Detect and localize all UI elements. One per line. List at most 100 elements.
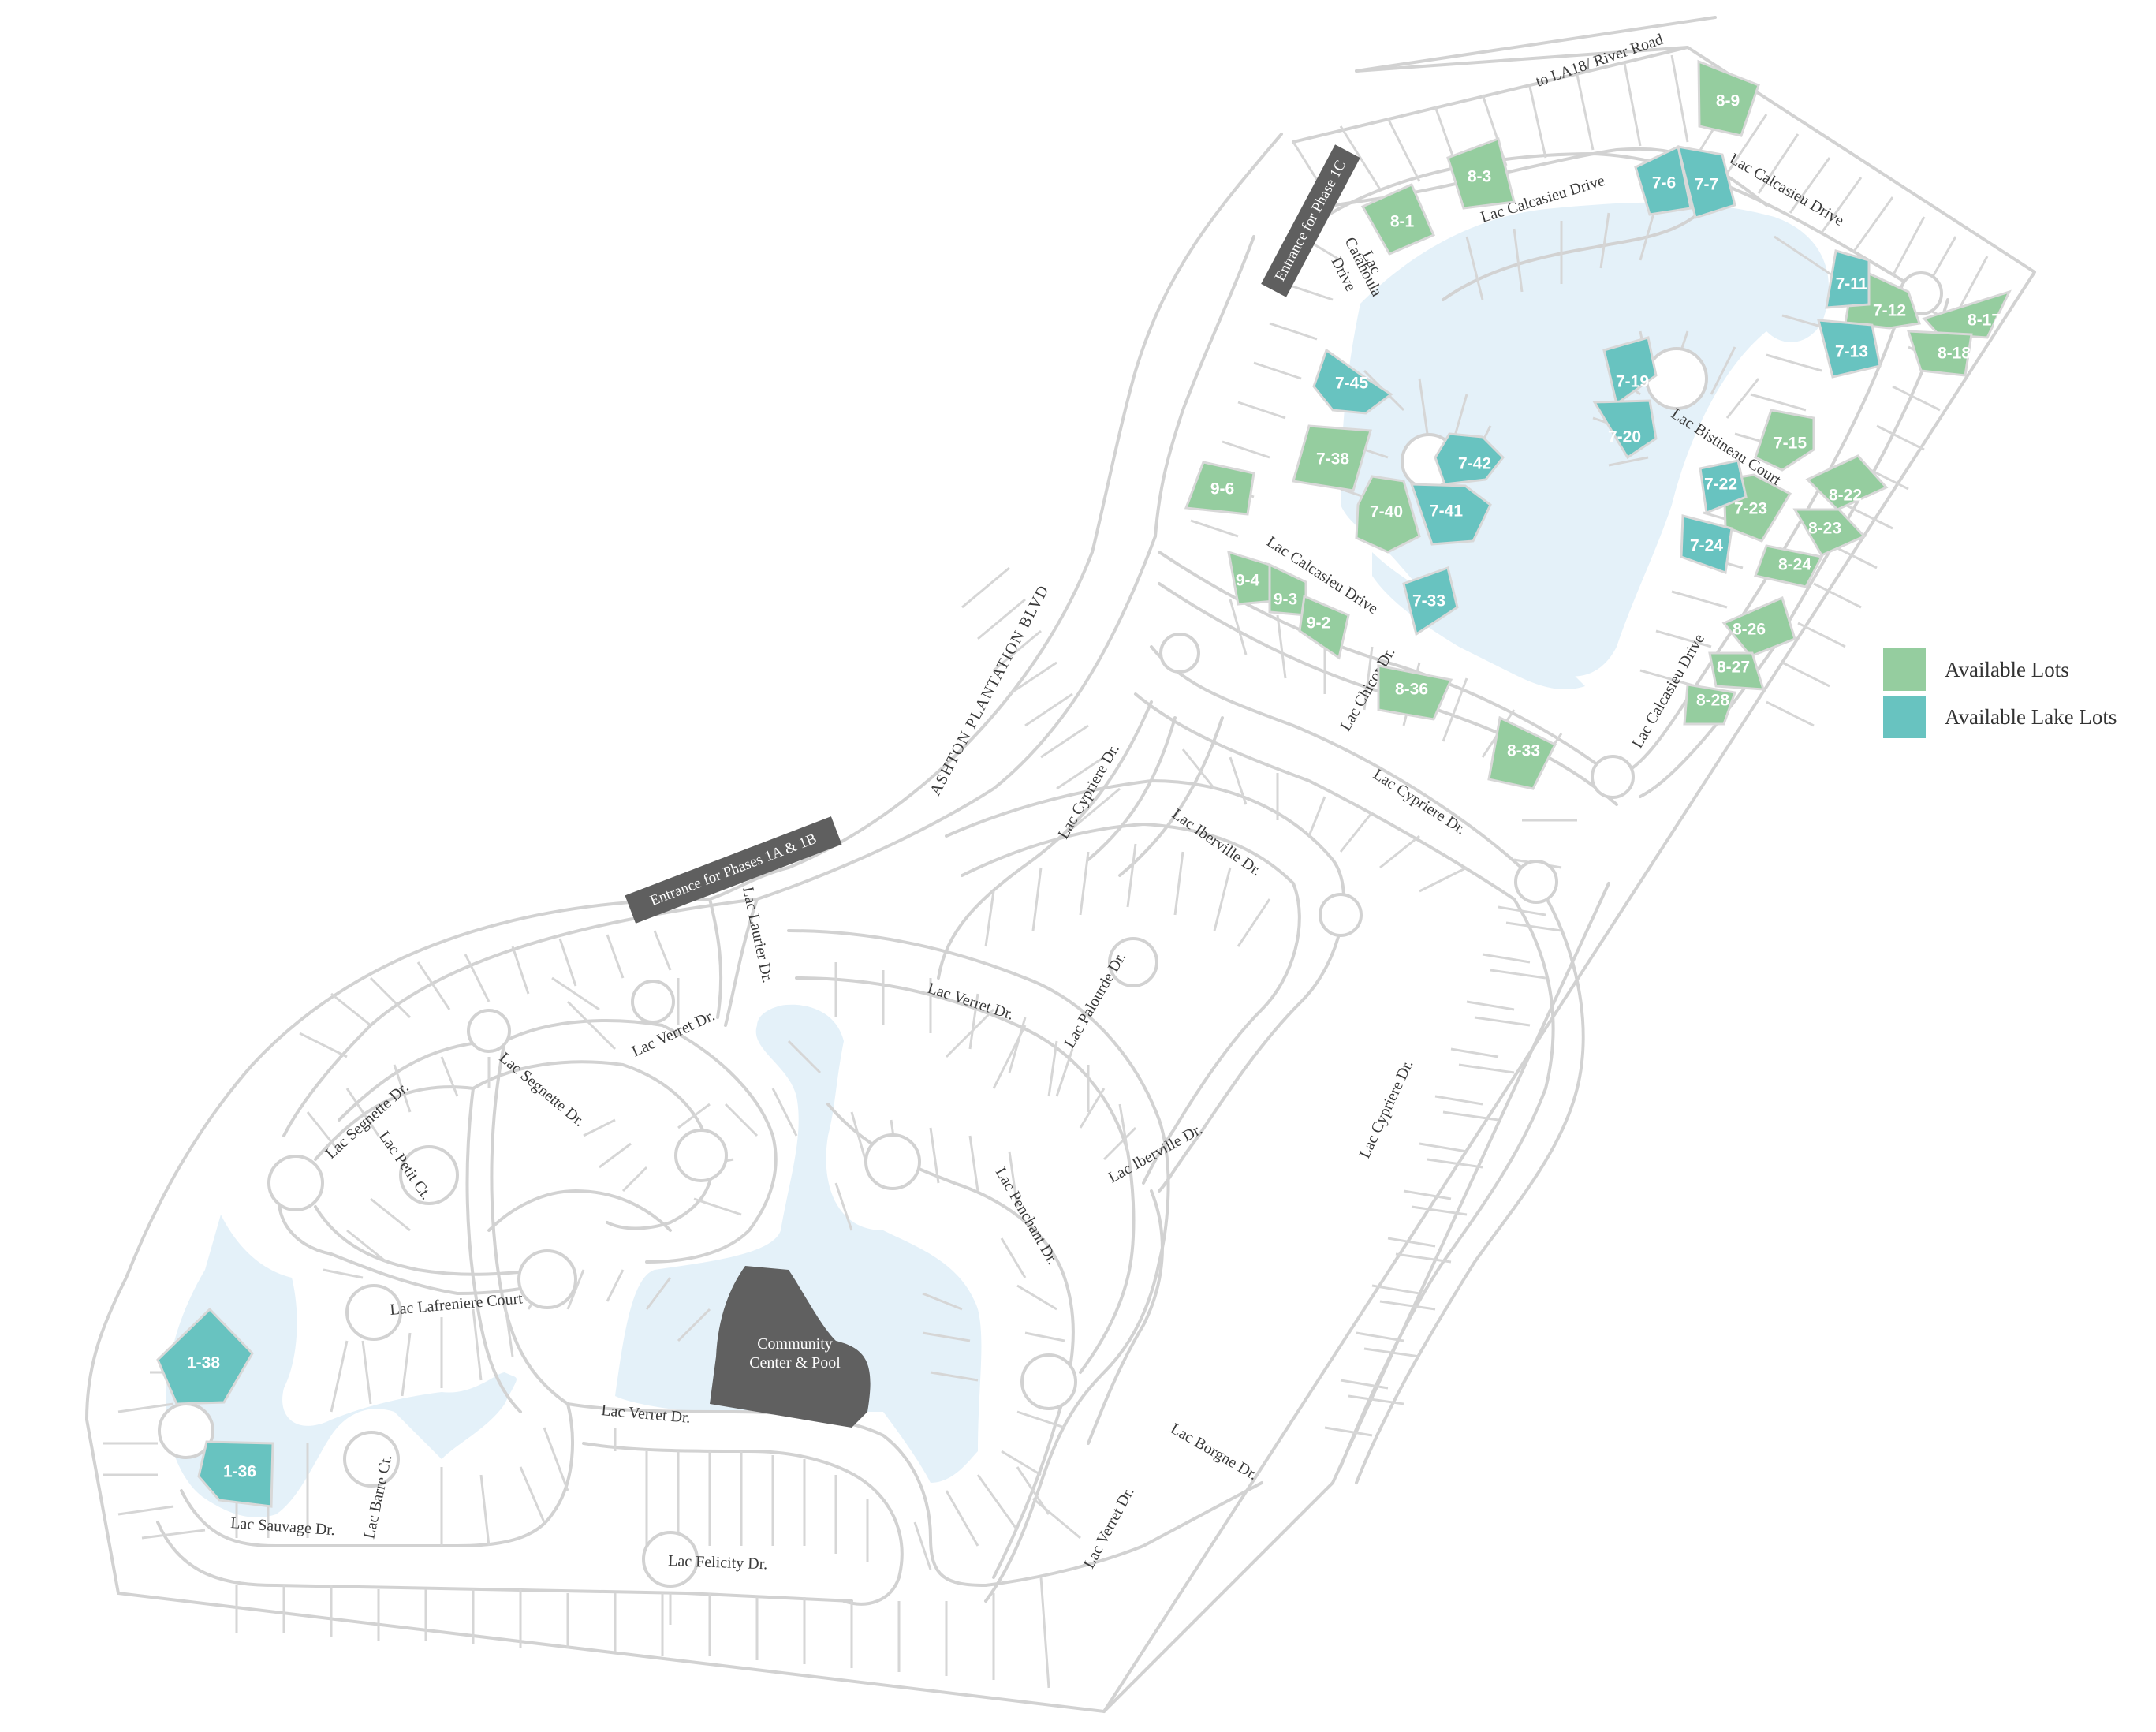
lot-7-20[interactable]: 7-20: [1592, 399, 1658, 460]
svg-text:8-22: 8-22: [1829, 487, 1862, 505]
street-palourde: Lac Palourde Dr.: [1061, 950, 1129, 1051]
lot-9-2[interactable]: 9-2: [1298, 594, 1350, 660]
lot-9-4[interactable]: 9-4: [1227, 550, 1276, 606]
svg-text:8-1: 8-1: [1390, 213, 1415, 231]
street-sauvage: Lac Sauvage Dr.: [230, 1514, 336, 1539]
svg-text:7-24: 7-24: [1690, 537, 1723, 555]
svg-text:8-3: 8-3: [1468, 168, 1491, 186]
lot-8-33[interactable]: 8-33: [1487, 715, 1557, 790]
lot-8-23[interactable]: 8-23: [1792, 508, 1867, 557]
community-center-label-2: Center & Pool: [749, 1354, 841, 1372]
lot-7-33[interactable]: 7-33: [1402, 566, 1459, 636]
svg-text:8-26: 8-26: [1733, 621, 1766, 639]
north-lake-lobe: [1372, 552, 1585, 690]
lot-1-36[interactable]: 1-36: [197, 1440, 274, 1508]
svg-text:7-12: 7-12: [1873, 302, 1906, 320]
lot-8-28[interactable]: 8-28: [1683, 683, 1737, 726]
svg-text:7-22: 7-22: [1704, 476, 1737, 494]
svg-text:7-13: 7-13: [1835, 343, 1868, 361]
north-lake: [1341, 202, 1830, 677]
lot-7-19[interactable]: 7-19: [1602, 336, 1658, 406]
svg-text:8-23: 8-23: [1808, 520, 1841, 538]
lot-8-36[interactable]: 8-36: [1377, 664, 1453, 721]
lot-7-42[interactable]: 7-42: [1434, 432, 1505, 486]
svg-text:7-23: 7-23: [1734, 500, 1767, 518]
svg-text:7-6: 7-6: [1652, 174, 1676, 192]
road-network: [85, 16, 2036, 1713]
lot-9-6[interactable]: 9-6: [1184, 461, 1255, 516]
legend-available: Available Lots: [1883, 648, 2117, 691]
svg-text:8-17: 8-17: [1968, 312, 2001, 330]
lot-7-11[interactable]: 7-11: [1825, 249, 1871, 309]
svg-text:1-36: 1-36: [223, 1463, 256, 1481]
legend-lake-label: Available Lake Lots: [1945, 704, 2117, 729]
svg-text:7-19: 7-19: [1616, 373, 1649, 391]
street-laurier: Lac Laurier Dr.: [739, 885, 776, 984]
lot-8-26[interactable]: 8-26: [1721, 595, 1796, 658]
svg-text:8-18: 8-18: [1938, 345, 1971, 363]
lot-7-22[interactable]: 7-22: [1699, 459, 1748, 515]
lake-lots: 7-6 7-7 7-11 7-13 7-45 7-19 7-20 7-42 7-…: [156, 144, 1882, 1508]
lot-8-17[interactable]: 8-17: [1922, 289, 2012, 339]
svg-text:7-38: 7-38: [1316, 450, 1349, 468]
lot-8-24[interactable]: 8-24: [1753, 544, 1824, 588]
community-center[interactable]: Community Center & Pool: [710, 1266, 871, 1428]
lot-8-27[interactable]: 8-27: [1708, 651, 1766, 691]
svg-text:9-3: 9-3: [1274, 591, 1297, 609]
street-cypriere-e: Lac Cypriere Dr.: [1370, 766, 1468, 838]
svg-text:7-11: 7-11: [1836, 275, 1868, 293]
svg-text:7-41: 7-41: [1430, 502, 1463, 521]
available-swatch: [1883, 648, 1926, 691]
blvd-label: ASHTON PLANTATION BLVD: [927, 582, 1053, 799]
lot-8-9[interactable]: 8-9: [1697, 59, 1760, 137]
river-road-label: to LA18/ River Road: [1533, 31, 1665, 91]
street-iberville-n: Lac Iberville Dr.: [1169, 805, 1264, 879]
svg-text:7-20: 7-20: [1608, 428, 1641, 446]
map-legend: Available Lots Available Lake Lots: [1883, 648, 2117, 743]
legend-available-label: Available Lots: [1945, 657, 2069, 681]
svg-text:7-33: 7-33: [1412, 592, 1445, 610]
available-lots: 8-9 8-3 8-1 7-12 8-17 8-18 7-38 9-6 7-40…: [1184, 59, 2012, 790]
street-felicity: Lac Felicity Dr.: [668, 1552, 768, 1573]
street-cypriere-se: Lac Cypriere Dr.: [1356, 1058, 1417, 1162]
svg-text:7-40: 7-40: [1370, 503, 1403, 521]
lot-9-3[interactable]: 9-3: [1268, 562, 1307, 617]
svg-text:8-33: 8-33: [1507, 742, 1540, 760]
lot-7-40[interactable]: 7-40: [1355, 475, 1421, 554]
svg-text:9-4: 9-4: [1236, 572, 1260, 590]
lot-8-3[interactable]: 8-3: [1446, 137, 1516, 210]
entrance-phase-1ab[interactable]: Entrance for Phases 1A & 1B: [625, 816, 842, 924]
lot-7-15[interactable]: 7-15: [1754, 409, 1815, 472]
lot-7-24[interactable]: 7-24: [1680, 514, 1733, 575]
svg-text:8-27: 8-27: [1717, 659, 1750, 677]
lot-7-45[interactable]: 7-45: [1312, 348, 1393, 415]
street-penchant: Lac Penchant Dr.: [992, 1165, 1061, 1268]
lake-swatch: [1883, 696, 1926, 738]
street-verret-n: Lac Verret Dr.: [925, 980, 1016, 1024]
central-lake: [615, 1004, 982, 1483]
svg-text:8-28: 8-28: [1696, 692, 1729, 710]
lot-7-38[interactable]: 7-38: [1292, 424, 1372, 492]
lot-7-41[interactable]: 7-41: [1409, 483, 1492, 546]
entrance-phase-1ab-label: Entrance for Phases 1A & 1B: [648, 831, 819, 909]
svg-text:7-15: 7-15: [1774, 435, 1807, 453]
lot-7-13[interactable]: 7-13: [1817, 319, 1882, 379]
svg-text:1-38: 1-38: [187, 1354, 220, 1372]
svg-text:8-9: 8-9: [1716, 92, 1740, 110]
svg-text:8-24: 8-24: [1778, 556, 1811, 574]
lot-7-7[interactable]: 7-7: [1676, 145, 1736, 219]
lot-8-1[interactable]: 8-1: [1360, 183, 1435, 256]
legend-lake: Available Lake Lots: [1883, 696, 2117, 738]
svg-text:9-2: 9-2: [1307, 614, 1330, 633]
street-borgne: Lac Borgne Dr.: [1168, 1420, 1261, 1484]
lot-7-6[interactable]: 7-6: [1634, 144, 1692, 216]
lot-8-22[interactable]: 8-22: [1805, 454, 1889, 511]
svg-text:8-36: 8-36: [1395, 681, 1428, 699]
lot-1-38[interactable]: 1-38: [156, 1307, 254, 1405]
lot-8-18[interactable]: 8-18: [1906, 330, 1973, 377]
community-center-label-1: Community: [757, 1335, 833, 1353]
svg-text:7-42: 7-42: [1458, 455, 1491, 473]
svg-text:7-45: 7-45: [1335, 375, 1368, 393]
svg-text:9-6: 9-6: [1210, 480, 1234, 498]
